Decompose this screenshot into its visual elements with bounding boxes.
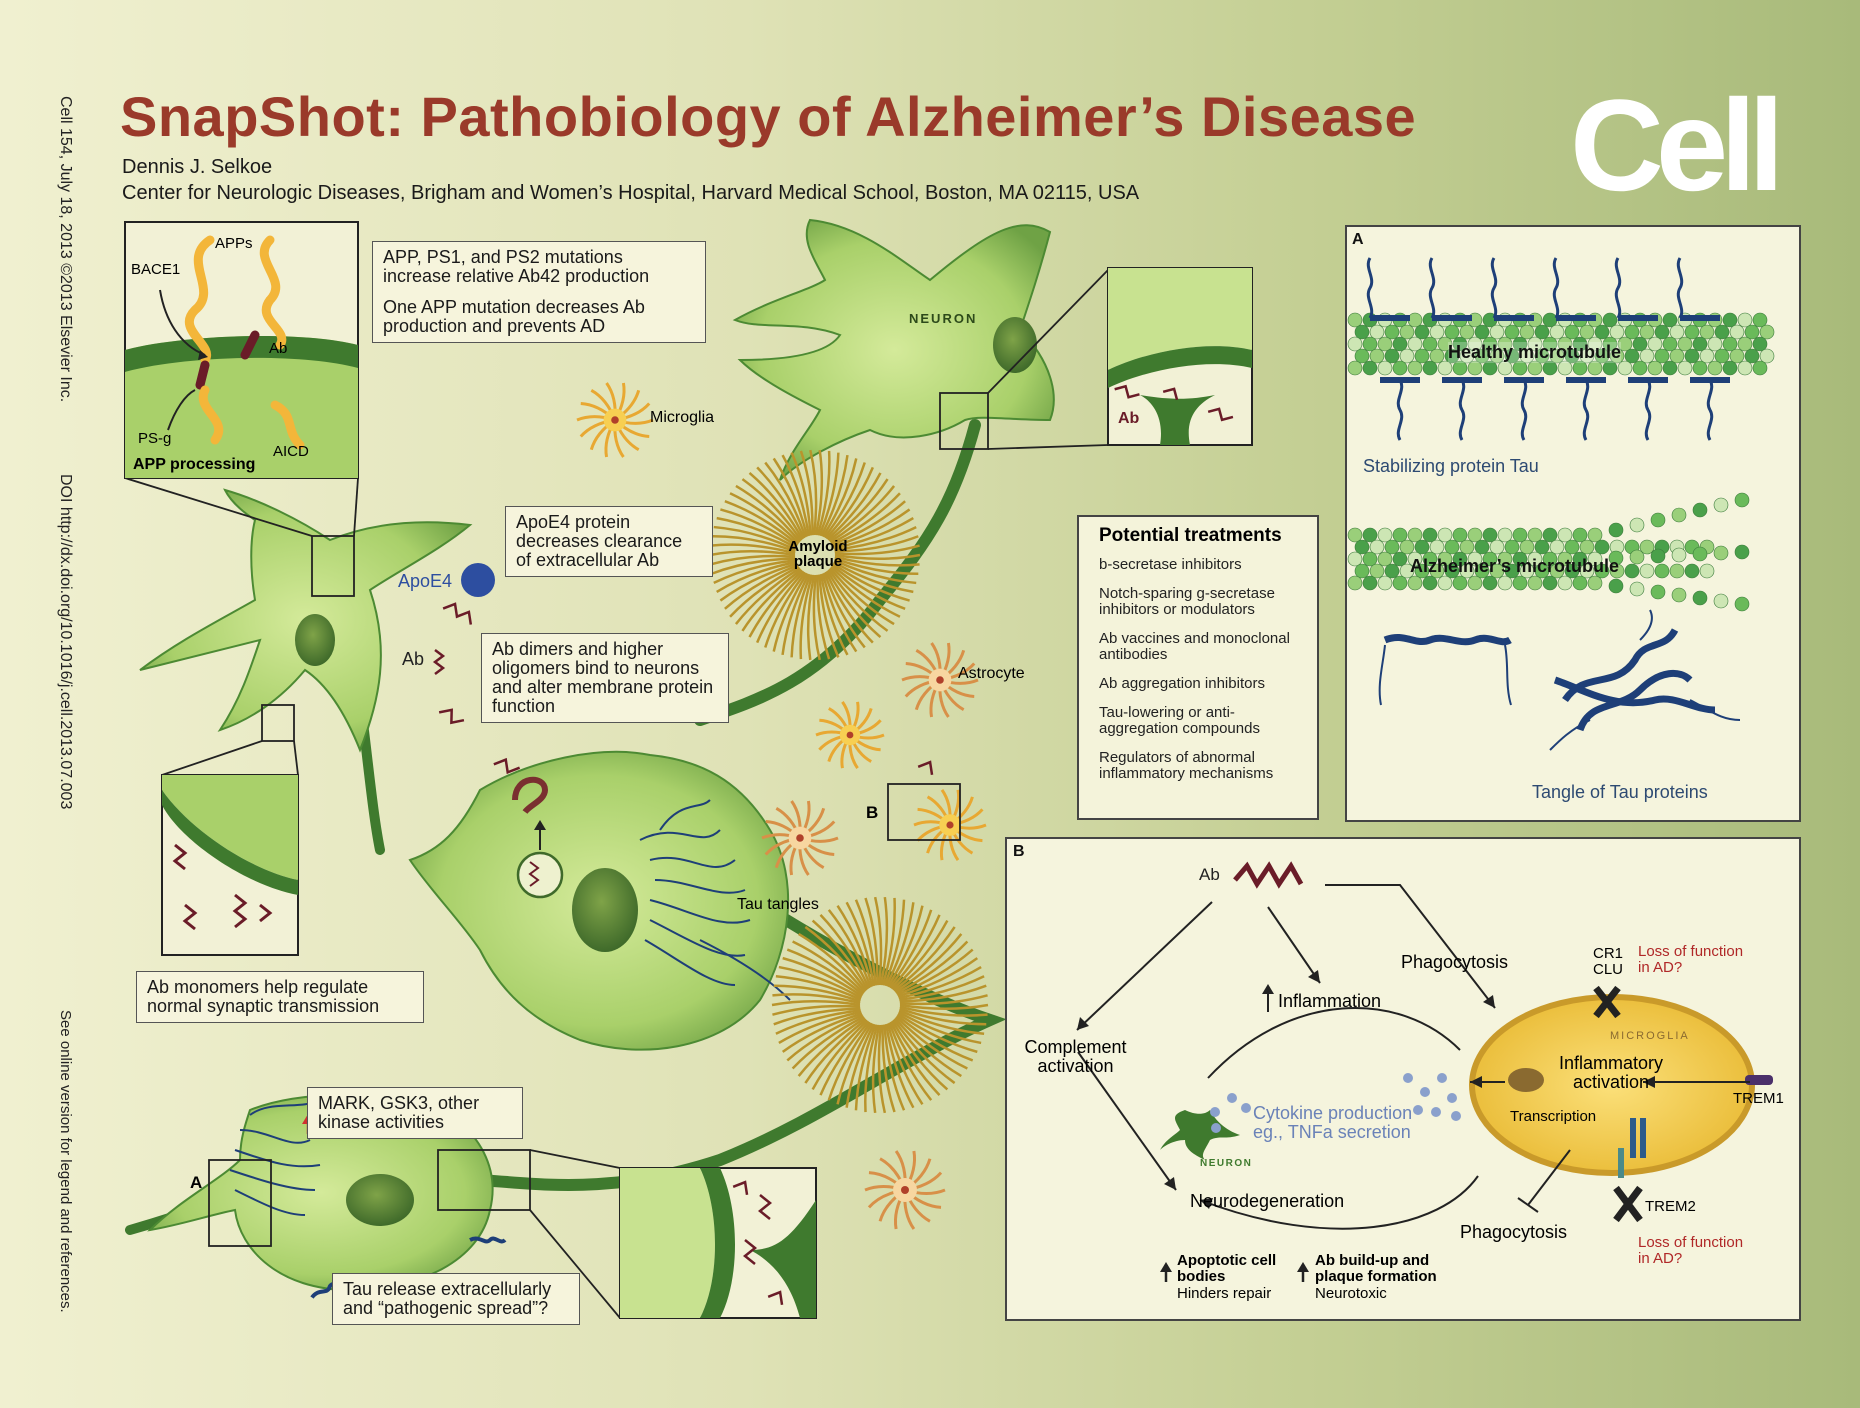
label-apoe4: ApoE4 — [398, 571, 453, 591]
label-ps-g: PS-g — [138, 430, 172, 447]
synapse-inset-bottom — [619, 1167, 817, 1319]
label-a-marker: A — [190, 1173, 203, 1192]
label-stabilizing-tau: Stabilizing protein Tau — [1363, 456, 1539, 476]
label-bace1: BACE1 — [131, 261, 181, 278]
label-microglia: Microglia — [650, 409, 715, 426]
neuron-upper-left — [139, 488, 473, 753]
author: Dennis J. Selkoe — [122, 156, 273, 178]
label-neuron-b: NEURON — [1200, 1158, 1253, 1169]
synapse-inset-top — [1107, 267, 1253, 446]
label-trem1: TREM1 — [1733, 1090, 1784, 1107]
panel-b-art — [302, 837, 1801, 1321]
label-tangle: Tangle of Tau proteins — [1532, 782, 1708, 802]
cell-logo: Cell — [1570, 72, 1784, 218]
label-aicd: AICD — [273, 443, 309, 460]
treatment-item: Ab vaccines and monoclonal antibodies — [1099, 630, 1290, 663]
label-b-ab: Ab — [1199, 865, 1220, 884]
label-ab-free: Ab — [402, 649, 425, 669]
label-neurodegeneration: Neurodegeneration — [1190, 1191, 1345, 1211]
monomer-inset — [161, 774, 299, 956]
label-hinders: Hinders repair — [1177, 1285, 1272, 1302]
apoe4-sphere — [461, 563, 495, 597]
treatment-item: Tau-lowering or anti-aggregation compoun… — [1099, 704, 1260, 737]
label-apps: APPs — [215, 235, 253, 252]
label-buildup: Ab build-up and plaque formation — [1315, 1252, 1437, 1285]
treatments-title: Potential treatments — [1099, 525, 1282, 546]
label-healthy-microtubule: Healthy microtubule — [1448, 342, 1622, 363]
label-transcription: Transcription — [1510, 1108, 1597, 1125]
label-trem2: TREM2 — [1645, 1198, 1696, 1215]
label-inflammatory-activation: Inflammatory activation — [1558, 1053, 1664, 1092]
label-apoptotic: Apoptotic cell bodies — [1177, 1252, 1277, 1285]
label-alz-microtubule: Alzheimer’s microtubule — [1410, 556, 1620, 576]
amyloid-plaque — [709, 449, 921, 661]
label-tau-tangles: Tau tangles — [737, 896, 819, 913]
note-apoe4: ApoE4 protein decreases clearance of ext… — [505, 506, 713, 577]
amyloid-plaque-lower — [771, 896, 989, 1114]
label-loss-bottom: Loss of function in AD? — [1638, 1234, 1744, 1267]
label-neurotoxic: Neurotoxic — [1315, 1285, 1387, 1302]
label-phagocytosis-top: Phagocytosis — [1401, 952, 1509, 972]
treatment-item: Regulators of abnormal inflammatory mech… — [1099, 749, 1274, 782]
label-ab-inset: Ab — [269, 340, 288, 357]
affiliation: Center for Neurologic Diseases, Brigham … — [122, 182, 1140, 204]
treatments-box: Potential treatments b-secretase inhibit… — [1077, 515, 1319, 820]
label-microglia-b: MICROGLIA — [1610, 1030, 1690, 1042]
page-title: SnapShot: Pathobiology of Alzheimer’s Di… — [120, 85, 1417, 148]
label-cytokine: Cytokine production eg., TNFa secretion — [1253, 1103, 1413, 1142]
treatment-item: Ab aggregation inhibitors — [1099, 675, 1265, 692]
note-mutations: APP, PS1, and PS2 mutations increase rel… — [372, 241, 706, 343]
note-mutations-1: APP, PS1, and PS2 mutations increase rel… — [383, 247, 650, 286]
label-complement: Complement activation — [1024, 1037, 1127, 1076]
label-b-marker: B — [866, 803, 879, 822]
panel-a-art — [1345, 225, 1801, 822]
label-inflammation: Inflammation — [1278, 991, 1382, 1011]
label-clu: CLU — [1593, 961, 1624, 978]
neuron-top — [732, 218, 1055, 481]
callout-lines — [124, 269, 1109, 1319]
label-amyloid-plaque: Amyloid plaque — [788, 538, 848, 570]
treatment-item: Notch-sparing g-secretase inhibitors or … — [1099, 585, 1275, 618]
note-tau-release: Tau release extracellularly and “pathoge… — [332, 1273, 580, 1325]
label-astrocyte: Astrocyte — [958, 665, 1025, 682]
label-neuron-top: NEURON — [909, 311, 978, 326]
note-dimers: Ab dimers and higher oligomers bind to n… — [481, 633, 729, 723]
label-loss-top: Loss of function in AD? — [1638, 943, 1744, 976]
panel-b-label: B — [1013, 843, 1025, 860]
note-monomers: Ab monomers help regulate normal synapti… — [136, 971, 424, 1023]
note-kinase: MARK, GSK3, other kinase activities — [307, 1087, 523, 1139]
neuron-middle — [408, 750, 791, 1051]
label-cr1: CR1 — [1593, 945, 1624, 962]
glial-cells — [576, 382, 987, 1230]
note-mutations-2: One APP mutation decreases Ab production… — [383, 297, 645, 336]
label-ab-synapse: Ab — [1118, 410, 1140, 427]
treatment-item: b-secretase inhibitors — [1099, 556, 1242, 573]
label-phagocytosis-bottom: Phagocytosis — [1460, 1222, 1568, 1242]
label-app-processing: APP processing — [133, 456, 256, 473]
panel-a-label: A — [1352, 231, 1364, 248]
app-processing-inset — [124, 221, 359, 479]
